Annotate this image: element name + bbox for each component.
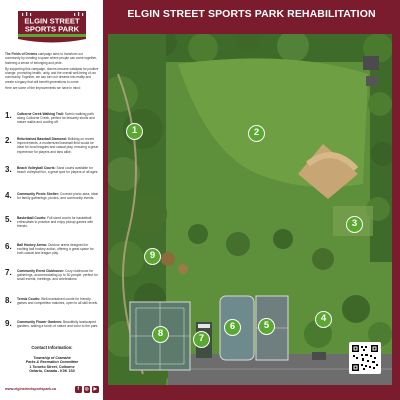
facebook-icon[interactable]: f: [75, 386, 82, 393]
contact-heading: Contact Information:: [31, 345, 73, 350]
social-links: f ◎ ▶: [75, 386, 99, 393]
list-item: 1. Colborne Creek Walking Trail: Scenic …: [5, 111, 101, 136]
list-item: 6. Ball Hockey Arena: Outdoor arena desi…: [5, 242, 101, 267]
aerial-map: 1 2 3 4 5 6 7 8 9: [108, 34, 392, 385]
list-item: 2. Refurbished Baseball Diamond: Buildin…: [5, 136, 101, 161]
item-number: 2.: [5, 136, 12, 145]
youtube-icon[interactable]: ▶: [92, 386, 99, 393]
item-number: 4.: [5, 191, 12, 200]
item-number: 6.: [5, 242, 12, 251]
item-text: Tennis Courts: Well-maintained courts fo…: [17, 297, 99, 305]
item-text: Beach Volleyball Courts: Sand courts ava…: [17, 166, 99, 174]
map-marker-3[interactable]: 3: [346, 216, 363, 233]
item-title: Ball Hockey Arena:: [17, 243, 47, 247]
item-text: Community Event Clubhouse: Cozy clubhous…: [17, 269, 99, 282]
page-title: ELGIN STREET SPORTS PARK REHABILITATION: [127, 8, 376, 20]
item-desc: Scenic walking path along Colborne Creek…: [17, 112, 95, 125]
contact-address-2: Ontario, Canada - K0K 1S0: [29, 369, 75, 374]
item-desc: Beautifully landscaped gardens, adding a…: [17, 320, 99, 329]
list-item: 5. Basketball Courts: Full sized courts …: [5, 215, 101, 240]
list-item: 4. Community Picnic Shelter: Covered pic…: [5, 191, 101, 216]
park-logo: ELGIN STREET SPORTS PARK: [18, 11, 86, 43]
map-marker-9[interactable]: 9: [144, 248, 161, 265]
contact-info: Contact Information: Township of Cramahe…: [5, 345, 99, 374]
contact-org-2: Parks & Recreation Committee: [25, 360, 79, 365]
logo-line-2: SPORTS PARK: [25, 25, 80, 34]
item-title: Basketball Courts:: [17, 216, 47, 220]
item-desc: Covered picnic area, ideal for family ga…: [17, 192, 98, 201]
item-desc: Sand courts available for beach volleyba…: [17, 166, 99, 175]
item-number: 7.: [5, 268, 12, 277]
aerial-photo: [108, 34, 392, 385]
contact-org-1: Township of Cramahe: [33, 355, 71, 360]
map-marker-6[interactable]: 6: [224, 319, 241, 336]
item-desc: Outdoor arena designed for exciting ball…: [17, 243, 94, 256]
footer-bar: www.elginstreetsportspark.ca f ◎ ▶: [5, 386, 99, 395]
item-text: Refurbished Baseball Diamond: Building o…: [17, 137, 99, 154]
item-desc: Full sized courts for basketball enthusi…: [17, 216, 94, 229]
qr-code[interactable]: [349, 342, 381, 374]
map-marker-1[interactable]: 1: [126, 123, 143, 140]
item-title: Beach Volleyball Courts:: [17, 166, 56, 170]
item-title: Community Picnic Shelter:: [17, 192, 59, 196]
map-marker-5[interactable]: 5: [258, 318, 275, 335]
item-number: 3.: [5, 165, 12, 174]
item-title: Community Event Clubhouse:: [17, 269, 65, 273]
item-number: 1.: [5, 111, 12, 120]
campaign-name: The Fields of Dreams: [5, 52, 38, 56]
main-panel: ELGIN STREET SPORTS PARK REHABILITATION: [103, 0, 400, 400]
instagram-icon[interactable]: ◎: [83, 386, 90, 393]
item-text: Community Flower Gardens: Beautifully la…: [17, 320, 99, 328]
item-number: 8.: [5, 296, 12, 305]
item-desc: Building on recent improvements, a moder…: [17, 137, 99, 154]
website-link[interactable]: www.elginstreetsportspark.ca: [5, 387, 56, 391]
item-title: Tennis Courts:: [17, 297, 41, 301]
intro-paragraph-2: By supporting this campaign, donors beco…: [5, 66, 99, 84]
map-marker-8[interactable]: 8: [152, 326, 169, 343]
map-marker-2[interactable]: 2: [248, 125, 265, 142]
intro-paragraph-3: Here are some of the improvements we hav…: [5, 86, 81, 91]
list-item: 8. Tennis Courts: Well-maintained courts…: [5, 296, 101, 321]
intro-paragraph-1: campaign aims to transform our community…: [5, 52, 97, 65]
list-item: 7. Community Event Clubhouse: Cozy clubh…: [5, 268, 101, 293]
intro-text: The Fields of Dreams campaign aims to tr…: [5, 52, 99, 92]
item-title: Refurbished Baseball Diamond:: [17, 137, 67, 141]
item-text: Community Picnic Shelter: Covered picnic…: [17, 192, 99, 200]
item-desc: Cozy clubhouse for gatherings, accommoda…: [17, 269, 98, 282]
map-marker-4[interactable]: 4: [315, 311, 332, 328]
sidebar: ELGIN STREET SPORTS PARK The Fields of D…: [0, 0, 103, 400]
item-title: Colborne Creek Walking Trail:: [17, 112, 64, 116]
item-number: 9.: [5, 319, 12, 328]
list-item: 3. Beach Volleyball Courts: Sand courts …: [5, 165, 101, 190]
item-text: Colborne Creek Walking Trail: Scenic wal…: [17, 112, 99, 125]
qr-code-icon: [352, 345, 378, 371]
contact-address-1: 1 Toronto Street, Colborne: [29, 364, 75, 369]
map-marker-7[interactable]: 7: [193, 331, 210, 348]
item-title: Community Flower Gardens:: [17, 320, 63, 324]
item-text: Basketball Courts: Full sized courts for…: [17, 216, 99, 229]
list-item: 9. Community Flower Gardens: Beautifully…: [5, 319, 101, 344]
item-number: 5.: [5, 215, 12, 224]
item-desc: Well-maintained courts for friendly game…: [17, 297, 98, 306]
logo-line-1: ELGIN STREET: [24, 17, 80, 26]
item-text: Ball Hockey Arena: Outdoor arena designe…: [17, 243, 99, 256]
